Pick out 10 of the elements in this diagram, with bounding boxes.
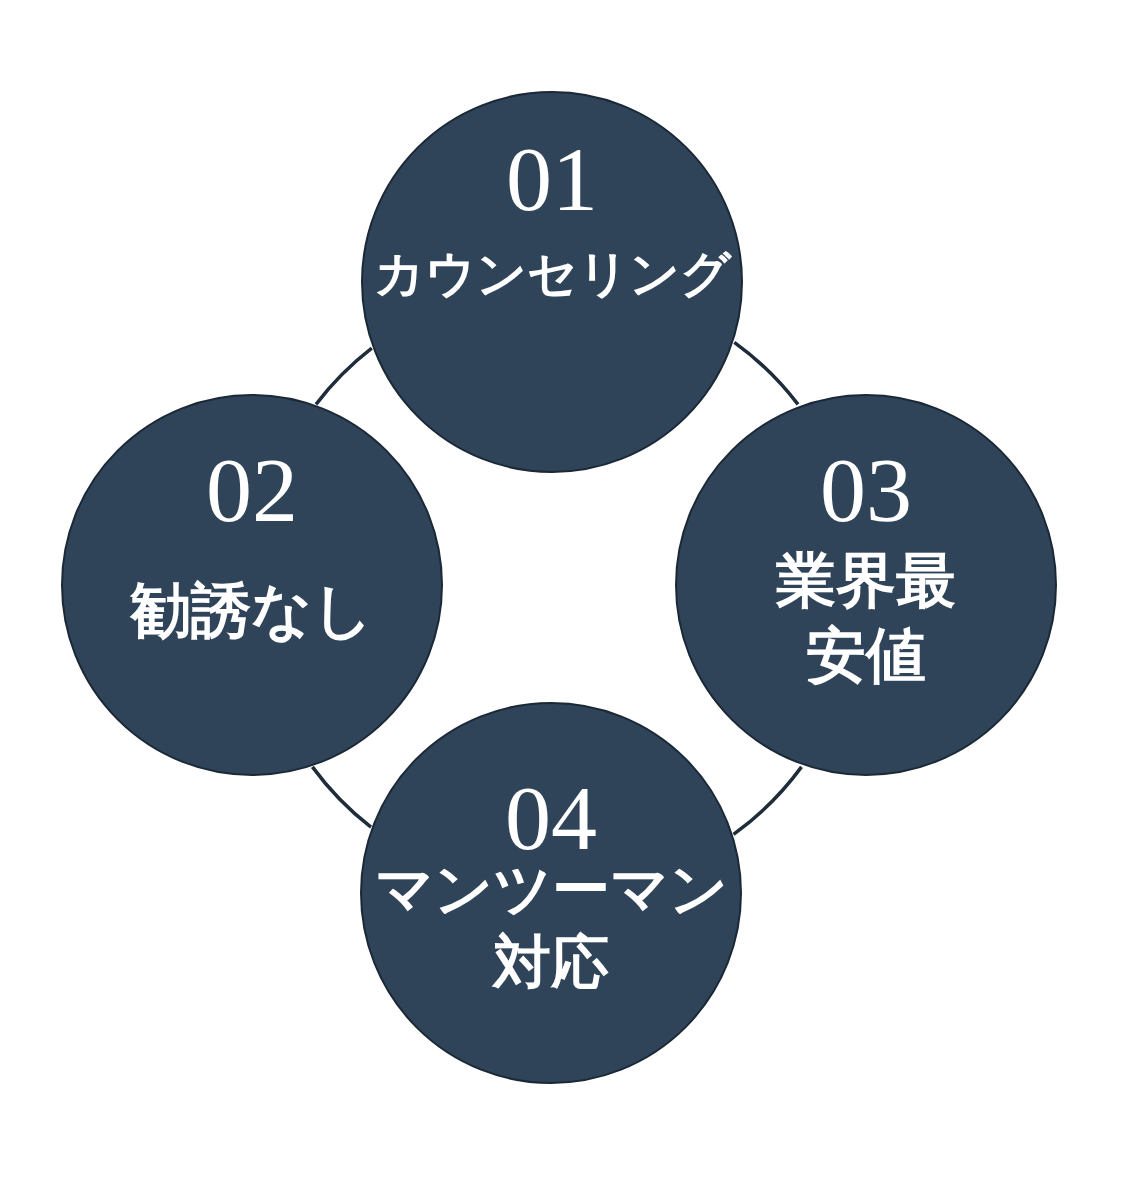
step-number: 03 xyxy=(819,444,913,536)
step-label: 業界最安値 xyxy=(775,547,957,691)
ring-connector xyxy=(732,765,803,836)
step-number: 01 xyxy=(505,133,599,225)
step-label: カウンセリング xyxy=(372,245,733,304)
step-label: 勧誘なし xyxy=(129,577,374,646)
step-number: 02 xyxy=(205,444,299,536)
ring-connector xyxy=(314,346,373,406)
ring-connector xyxy=(733,340,800,406)
ring-connector xyxy=(311,765,373,829)
